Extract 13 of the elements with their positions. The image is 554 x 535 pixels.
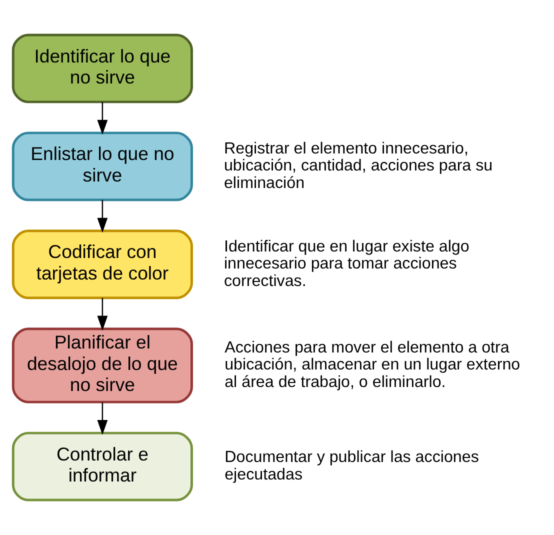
arrow: [97, 402, 108, 435]
arrow: [97, 200, 108, 233]
node-label: Documentar y publicar las acciones ejecutadas: [224, 448, 479, 484]
node-box: Controlar e informar: [12, 432, 193, 502]
node-box: Identificar lo que no sirve: [12, 34, 193, 104]
node-box: Planificar el desalojo de lo que no sirve: [12, 328, 193, 404]
node-box: Enlistar lo que no sirve: [12, 132, 193, 202]
node-box: Codificar con tarjetas de color: [12, 230, 193, 300]
node-label: Identificar que en lugar existe algo innecesario para tomar acciones correctivas.: [224, 237, 470, 290]
arrow: [97, 298, 108, 331]
node-label: Registrar el elemento innecesario, ubicación, cantidad, acciones para su eliminación: [224, 139, 493, 192]
node-label: Acciones para mover el elemento a otra ubicación, almacenar en un lugar externo al área de trabajo, o eliminarlo.: [224, 338, 520, 392]
arrow: [97, 102, 108, 135]
